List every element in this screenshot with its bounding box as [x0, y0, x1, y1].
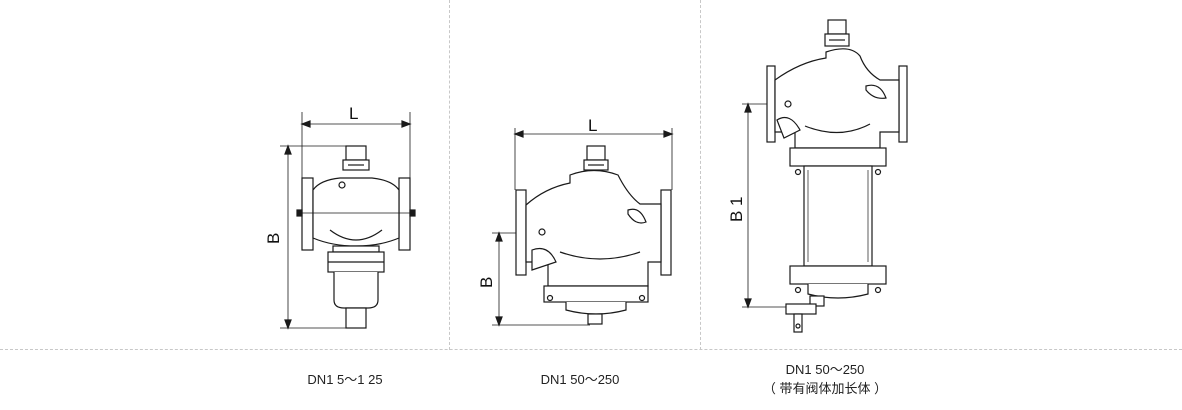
- caption-small: DN1 5～1 25: [307, 372, 383, 387]
- valve-drawing-medium: L B: [477, 116, 674, 327]
- valve-drawing-extended: B 1: [727, 19, 908, 333]
- separator-2: [700, 0, 701, 350]
- valve-drawing-small: L B: [264, 104, 416, 330]
- caption-extended: DN1 50～250: [785, 362, 865, 377]
- separator-1: [449, 0, 450, 350]
- caption-extended-note: （ 带有阀体加长体 ）: [762, 381, 888, 396]
- caption-medium: DN1 50～250: [540, 372, 620, 387]
- dim-height-small: B: [264, 233, 283, 244]
- separator-bottom: [0, 349, 1182, 350]
- dim-width-small: L: [349, 104, 358, 123]
- dim-width-medium: L: [588, 116, 597, 135]
- dim-height-extended: B 1: [727, 196, 746, 222]
- dim-height-medium: B: [477, 277, 496, 288]
